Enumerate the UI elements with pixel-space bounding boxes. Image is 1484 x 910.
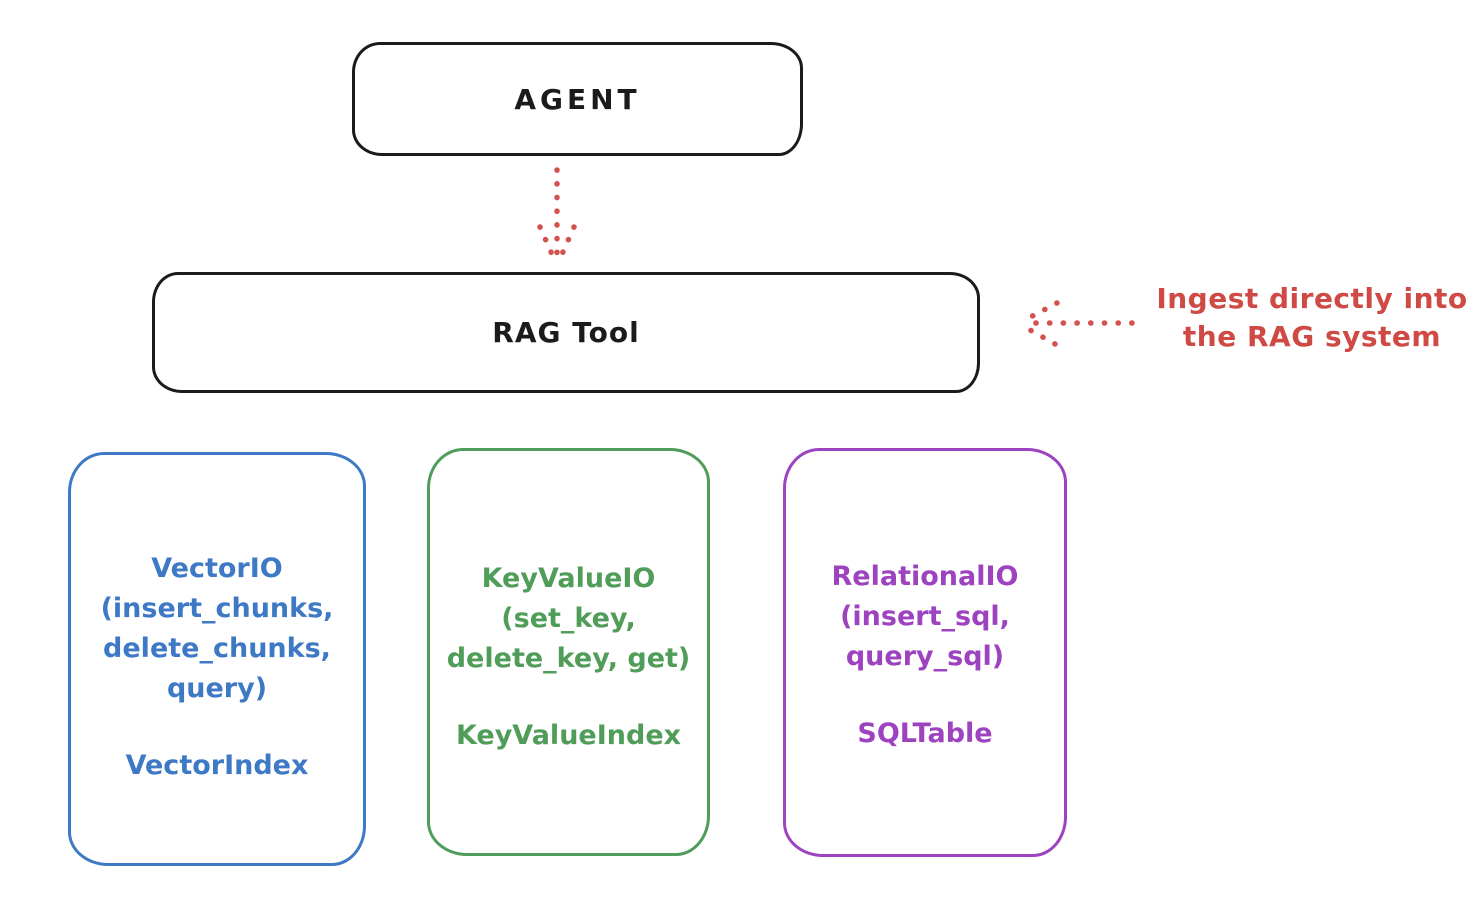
module-relational-io-line: (insert_sql, xyxy=(840,601,1010,632)
module-keyvalue-io-line: KeyValueIO xyxy=(481,563,656,594)
module-keyvalue-index-label: KeyValueIndex xyxy=(455,720,682,751)
arrow-head-left xyxy=(537,224,558,264)
spacer xyxy=(786,677,1064,714)
module-vector-io: VectorIO (insert_chunks, delete_chunks, … xyxy=(68,452,366,866)
agent-node: AGENT xyxy=(352,42,803,156)
module-relational-io: RelationalIO (insert_sql, query_sql) SQL… xyxy=(783,448,1067,857)
agent-label: AGENT xyxy=(514,82,641,116)
module-relational-io-line: RelationalIO xyxy=(831,561,1019,592)
rag-tool-label: RAG Tool xyxy=(492,316,640,349)
module-keyvalue-io-line: (set_key, xyxy=(501,603,636,634)
arrow-head-right xyxy=(556,224,577,264)
module-vector-io-line: (insert_chunks, xyxy=(100,593,334,624)
arrow-head-bottom xyxy=(1020,323,1058,347)
rag-tool-node: RAG Tool xyxy=(152,272,980,393)
ingest-annotation-line2: the RAG system xyxy=(1182,320,1442,353)
module-relational-io-line: query_sql) xyxy=(845,641,1005,672)
module-vector-io-line: query) xyxy=(166,673,268,704)
ingest-annotation: Ingest directly into the RAG system xyxy=(1140,280,1484,356)
ingest-arrow-icon xyxy=(1020,300,1135,347)
spacer xyxy=(71,709,363,746)
module-sqltable-label: SQLTable xyxy=(857,718,993,749)
arrow-head-top xyxy=(1020,300,1060,324)
module-vector-io-line: VectorIO xyxy=(151,553,283,584)
module-keyvalue-io: KeyValueIO (set_key, delete_key, get) Ke… xyxy=(427,448,710,856)
module-vector-io-line: delete_chunks, xyxy=(103,633,331,664)
agent-to-rag-arrow-icon xyxy=(537,167,577,264)
module-vector-index-label: VectorIndex xyxy=(125,750,309,781)
module-keyvalue-io-line: delete_key, get) xyxy=(446,643,691,674)
ingest-annotation-line1: Ingest directly into xyxy=(1156,282,1468,315)
spacer xyxy=(430,679,707,716)
